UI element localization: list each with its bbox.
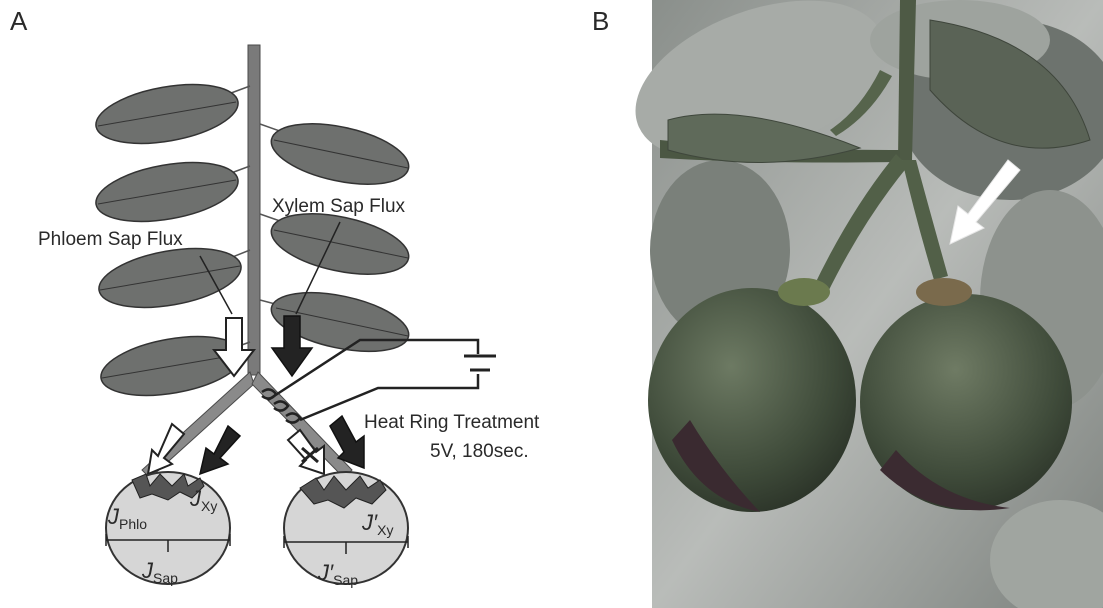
leaf bbox=[91, 75, 250, 153]
panel-label-a: A bbox=[10, 6, 28, 36]
leaf bbox=[260, 113, 414, 195]
fruit-photo bbox=[614, 0, 1103, 608]
xylem-flux-label: Xylem Sap Flux bbox=[272, 196, 406, 217]
leaf bbox=[91, 153, 250, 231]
left-xylem-arrow-icon bbox=[200, 426, 240, 474]
heat-ring-label: Heat Ring Treatment bbox=[364, 412, 540, 433]
heat-params-label: 5V, 180sec. bbox=[430, 441, 529, 462]
phloem-flux-label: Phloem Sap Flux bbox=[38, 229, 183, 250]
panel-label-b: B bbox=[592, 6, 609, 36]
left-fruit-photo bbox=[648, 288, 856, 512]
